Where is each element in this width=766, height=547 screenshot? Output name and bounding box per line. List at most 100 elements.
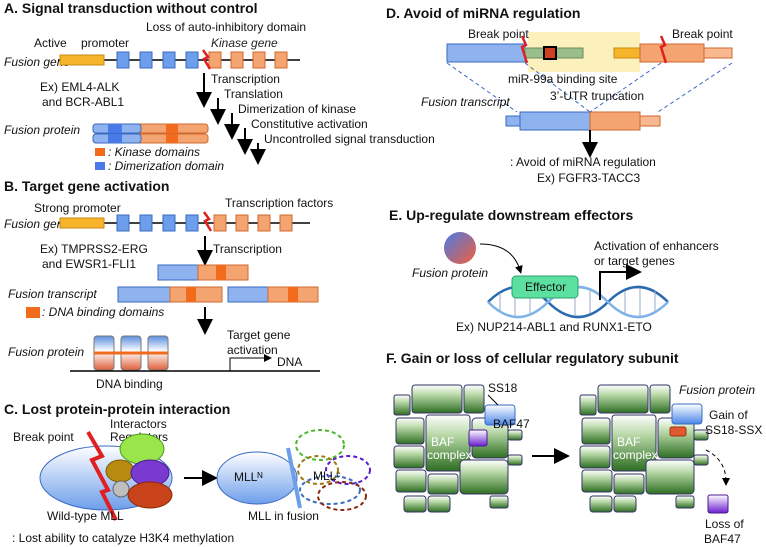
break-bolt-icon [86,430,118,521]
ss18-label: SS18 [488,381,518,395]
break-bolt-icon [202,211,213,232]
exon-box [274,51,288,69]
transcript-b-right [227,286,319,303]
target-gene-label-1: Target gene [227,328,291,342]
fusion-gene-label: Fusion gene [4,55,70,69]
fusion-transcript-label-d: Fusion transcript [421,95,510,109]
gene-d-right [639,43,705,63]
panel-a: A. Signal transduction without control L… [4,0,435,173]
gene-d-left [446,43,526,63]
utr-highlight [528,32,640,72]
fusion-d-3utr [639,115,661,127]
exon-box-b [185,214,199,232]
target-arrow [229,354,272,371]
dna-binding-label: DNA binding [96,377,163,391]
step-transcription: Transcription [211,72,280,86]
exon-box-b [235,214,249,232]
break-bolt-icon [659,35,668,64]
wildtype-label: Wild-type MLL [47,509,124,523]
exon-box [208,51,222,69]
result-d: : Avoid of miRNA regulation [510,155,656,169]
exon-box [185,51,199,69]
baf-label-2: complex [427,448,472,462]
legend-kinase-swatch [95,148,105,156]
ss18-pointer [487,394,499,406]
example-b-1: Ex) TMPRSS2-ERG [40,242,148,256]
fusion-protein-label-f: Fusion protein [679,383,755,397]
strong-promoter-label: Strong promoter [34,201,121,215]
promoter-box [59,54,105,66]
ss18-ssx-box [669,426,687,437]
baf47-box-left [468,429,488,447]
panel-d: D. Avoid of miRNA regulation Break point… [386,5,733,185]
exon-box-b [116,214,130,232]
exon-box [116,51,130,69]
exon-box [139,51,153,69]
legend-dna-swatch [26,307,40,318]
panel-c-title: C. Lost protein-protein interaction [4,401,230,417]
panel-e-title: E. Up-regulate downstream effectors [389,207,633,223]
fusion-d-5utr [505,115,521,127]
fusion-protein-dimer [92,123,209,144]
lost-interactor-blue [299,475,361,505]
break-bolt-icon [201,49,212,70]
activation-arrow [599,264,642,300]
step-uncontrolled: Uncontrolled signal transduction [264,132,435,146]
example-e: Ex) NUP214-ABL1 and RUNX1-ETO [456,320,652,334]
baf-label-r2: complex [613,448,658,462]
fusion-d-left [519,111,591,131]
mirna-site-box [543,46,557,60]
transcript-b-top [157,264,249,281]
loss-line-1: Loss of [705,517,744,531]
break-point-left: Break point [468,27,529,41]
mlln-body [216,451,298,505]
baf-complex-right [579,384,709,513]
interactor-brown [105,459,135,483]
dna-binding-proteins [93,335,169,371]
lost-interactor-red [317,481,367,511]
effector-box [511,275,579,299]
guide-line [446,62,518,113]
fusion-protein-label-a: Fusion protein [4,123,80,137]
exon-box [230,51,244,69]
exon-box [162,51,176,69]
effector-label: Effector [525,280,566,294]
transcription-b: Transcription [213,242,282,256]
arrow-e [479,243,523,274]
lost-interactor-brown [297,455,339,485]
tf-label: Transcription factors [225,196,333,210]
guide-line [657,62,733,113]
exon-box-b [162,214,176,232]
fusion-d-right [589,111,641,131]
step-translation: Translation [224,87,283,101]
loss-autoinhibitory-label: Loss of auto-inhibitory domain [146,20,306,34]
activation-line-1: Activation of enhancers [594,239,719,253]
legend-dimer: : Dimerization domain [108,159,224,173]
panel-c: C. Lost protein-protein interaction Brea… [4,401,371,545]
break-point-label-c: Break point [13,430,74,444]
exon-box-b [279,214,293,232]
guide-line [589,62,662,113]
fusion-protein-label-b: Fusion protein [8,345,84,359]
mll-fusion-label: MLL in fusion [248,509,319,523]
activation-line-2: or target genes [594,254,675,268]
lost-interactor-green [295,429,345,461]
panel-e: E. Up-regulate downstream effectors Fusi… [389,207,719,334]
target-gene-label-2: activation [227,343,278,357]
interactor-grey [112,480,130,498]
promoter-box-b [59,217,105,229]
baf47-label: BAF47 [493,417,530,431]
fusion-protein-ball [444,232,476,264]
baf-label-r1: BAF [617,435,640,449]
ss18-box-left [484,404,516,426]
example-d: Ex) FGFR3-TACC3 [537,171,640,185]
panel-a-title: A. Signal transduction without control [4,0,258,16]
cut-edge [286,447,302,509]
mllc-label: MLLᶜ [313,469,341,483]
step-dimerization: Dimerization of kinase [238,102,356,116]
exon-box [252,51,266,69]
mir-site-label: miR-99a binding site [508,72,618,86]
step-constitutive: Constitutive activation [251,117,368,131]
example-a-1: Ex) EML4-ALK [40,80,119,94]
interactors-label: Interactors [110,417,167,431]
